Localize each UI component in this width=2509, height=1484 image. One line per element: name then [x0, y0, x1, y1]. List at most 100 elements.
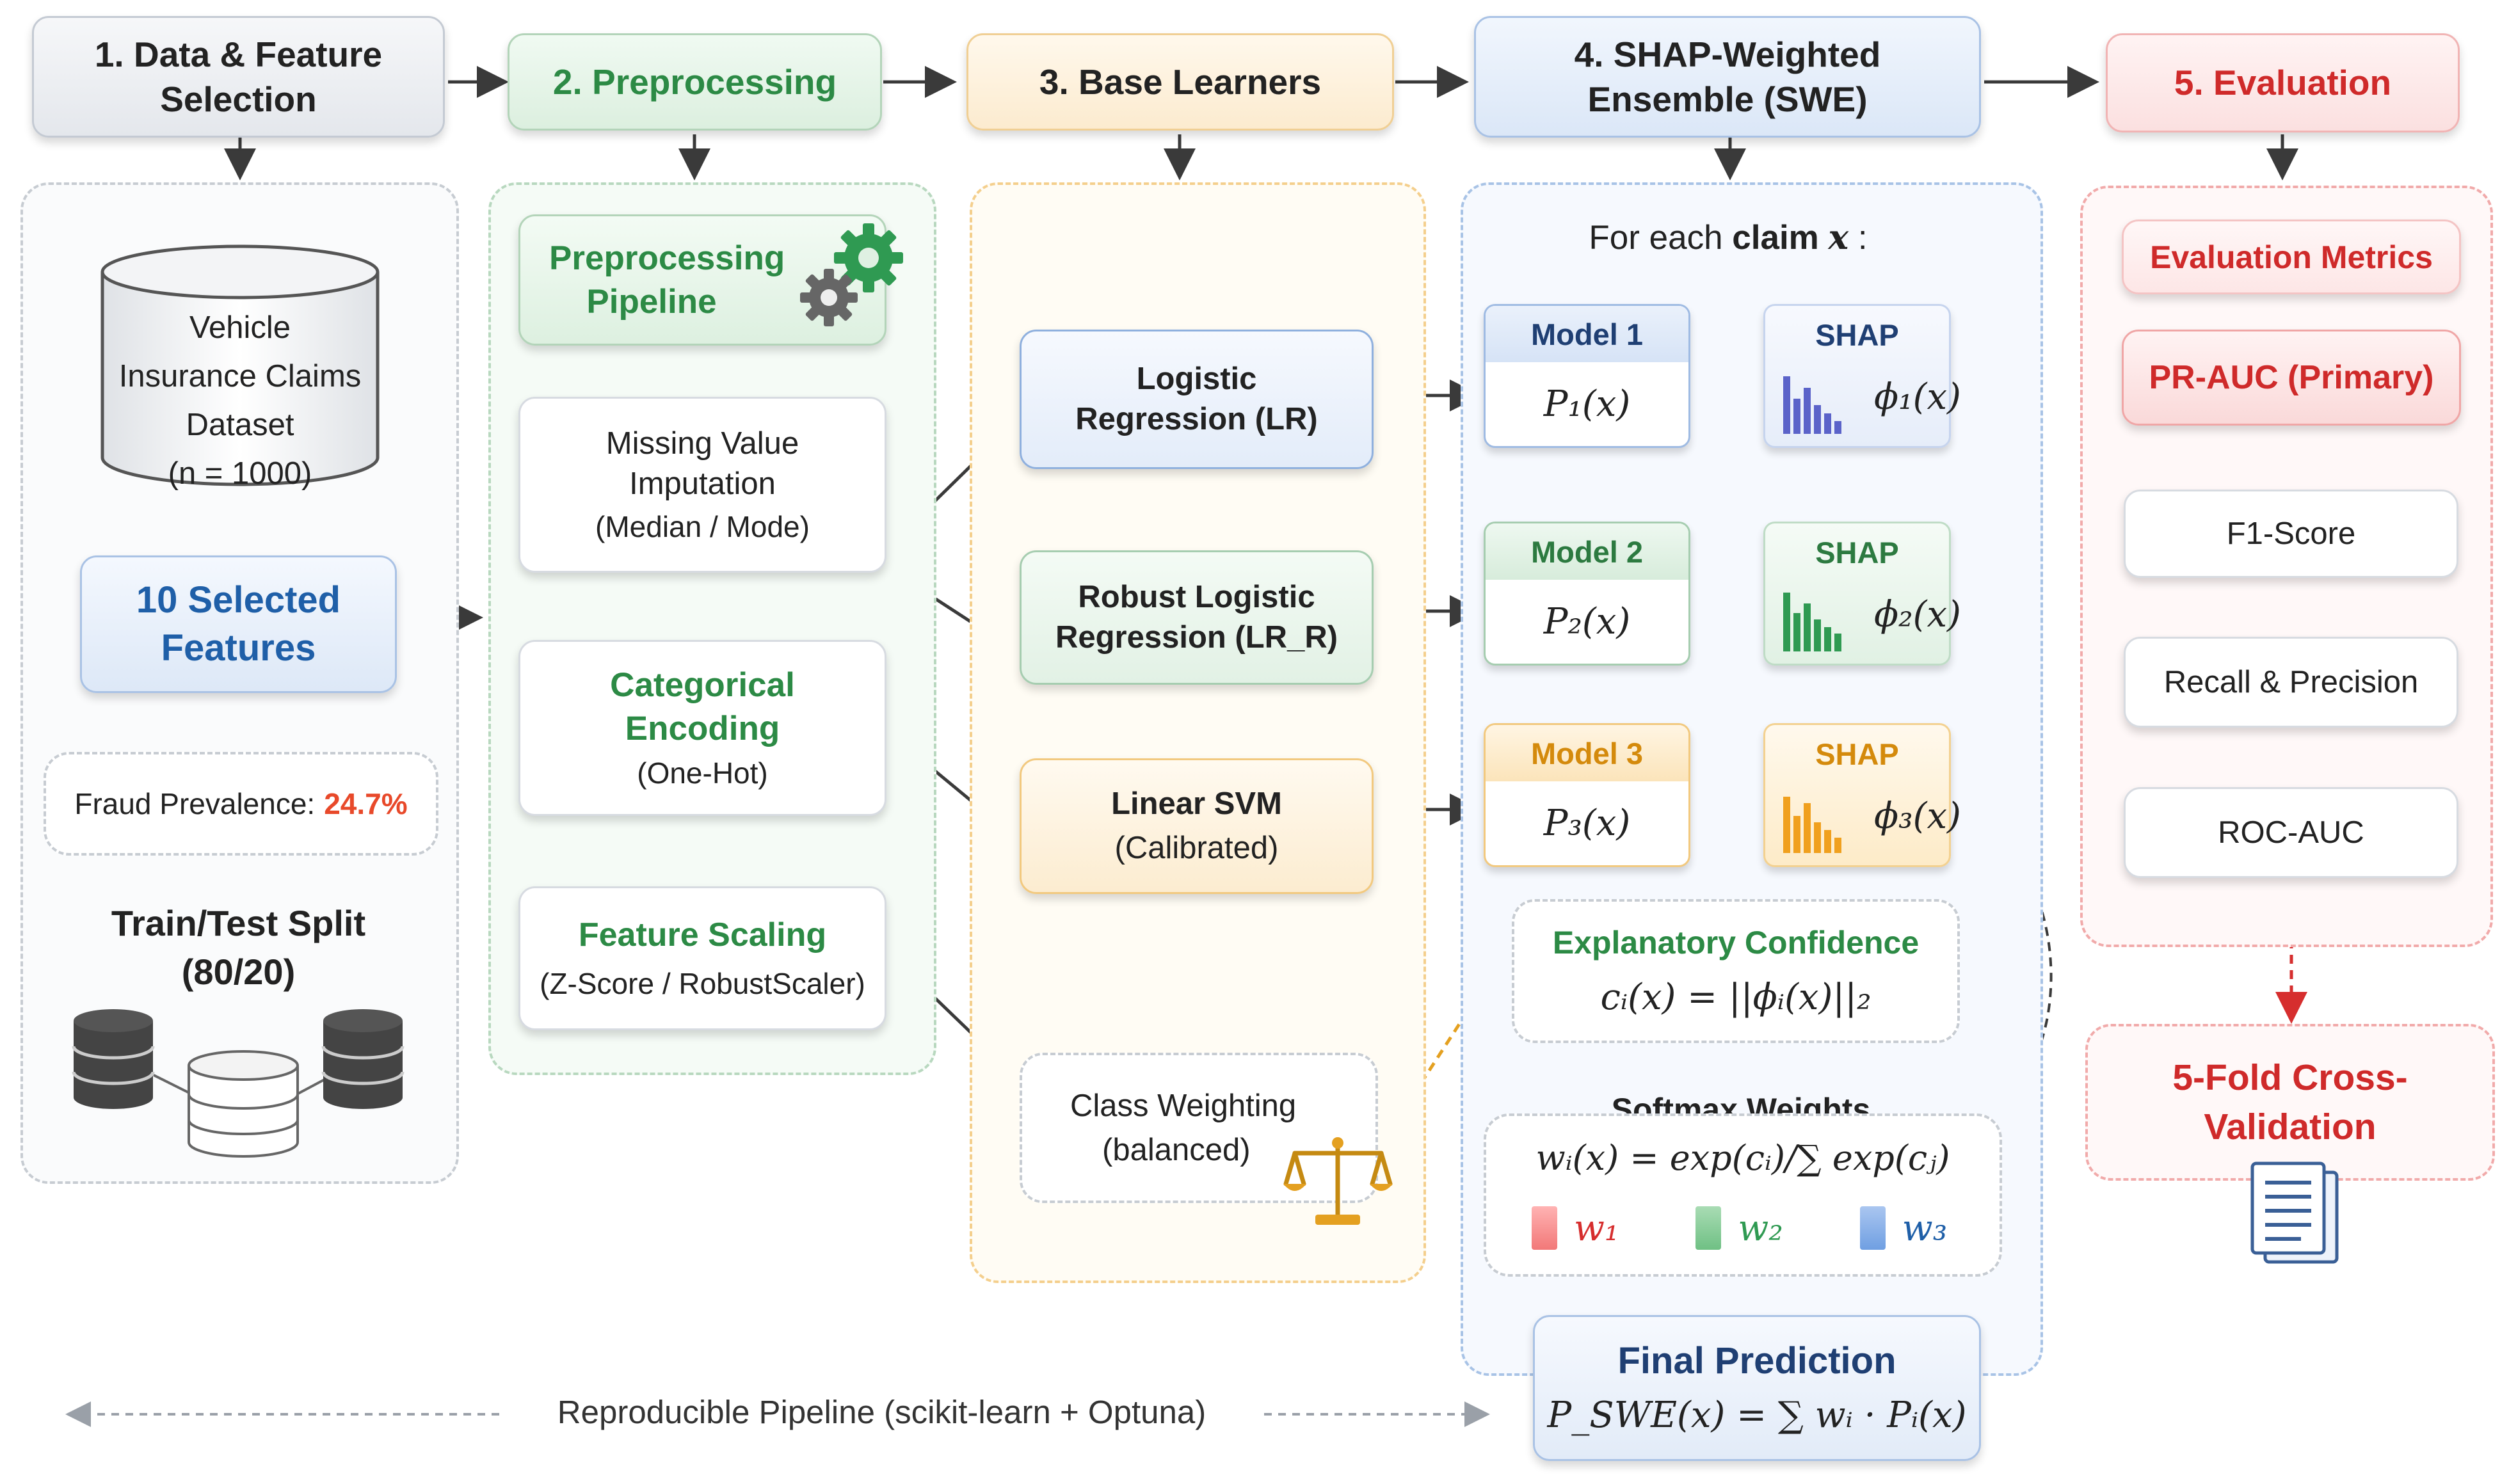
metrics-title-box: Evaluation Metrics: [2122, 219, 2461, 294]
scaling-sub: (Z-Score / RobustScaler): [540, 967, 865, 1001]
model2-title: Model 2: [1486, 523, 1688, 580]
dataset-name: Vehicle Insurance Claims Dataset: [118, 310, 362, 442]
recall-box: Recall & Precision: [2124, 637, 2458, 728]
confidence-title: Explanatory Confidence: [1552, 924, 1920, 961]
train-test-databases-icon: [72, 1009, 405, 1158]
for-each-claim: For each claim x :: [1536, 218, 1920, 257]
model2-card: Model 2 P₂(x): [1484, 522, 1690, 666]
model2-prob: P₂(x): [1543, 601, 1631, 642]
split-label: Train/Test Split (80/20): [64, 899, 413, 996]
train-db-icon: [72, 1009, 155, 1109]
lr-label: Logistic Regression (LR): [1075, 362, 1318, 436]
w2-label: w₂: [1738, 1207, 1783, 1249]
for-each-suffix: :: [1848, 219, 1868, 257]
shap2-phi: ϕ₂(x): [1874, 594, 1961, 635]
shap2-bars-icon: [1783, 593, 1841, 651]
preprocessing-pipeline-box: Preprocessing Pipeline: [518, 214, 886, 346]
fraud-prevalence-box: Fraud Prevalence: 24.7%: [44, 752, 438, 856]
encoding-label: Categorical Encoding: [610, 666, 795, 748]
class-weighting-sub: (balanced): [1102, 1132, 1251, 1167]
fraud-prevalence-label: Fraud Prevalence:: [74, 786, 316, 820]
imputation-box: Missing Value Imputation (Median / Mode): [518, 397, 886, 573]
final-prediction-formula: P_SWE(x) = ∑ wᵢ · Pᵢ(x): [1547, 1394, 1967, 1437]
data-db-icon: [321, 1009, 405, 1109]
w3-label: w₃: [1902, 1207, 1948, 1249]
metrics-title: Evaluation Metrics: [2150, 239, 2433, 275]
svm-label: Linear SVM: [1111, 786, 1282, 822]
confidence-box: Explanatory Confidence cᵢ(x) = ||ϕᵢ(x)||…: [1512, 899, 1960, 1043]
step4-header: 4. SHAP-Weighted Ensemble (SWE): [1474, 16, 1981, 138]
f1-label: F1-Score: [2226, 516, 2356, 551]
dataset-size: (n = 1000): [168, 456, 312, 491]
model1-prob: P₁(x): [1543, 383, 1631, 425]
w2-swatch: [1695, 1206, 1722, 1250]
step2-header: 2. Preprocessing: [508, 33, 882, 131]
dataset-label: Vehicle Insurance Claims Dataset (n = 10…: [96, 304, 384, 499]
shap1-bars-icon: [1783, 376, 1841, 434]
step2-title: 2. Preprocessing: [552, 61, 837, 102]
shap2-card: SHAP ϕ₂(x): [1763, 522, 1961, 666]
weight-row: w₁ w₂ w₃: [1532, 1206, 1947, 1250]
class-weighting-label: Class Weighting: [1070, 1088, 1297, 1123]
balance-scale-icon: [1283, 1137, 1393, 1225]
database-cylinder-icon: [100, 244, 380, 486]
f1-box: F1-Score: [2124, 490, 2458, 578]
pr-auc-box: PR-AUC (Primary): [2122, 330, 2461, 426]
encoding-sub: (One-Hot): [637, 756, 768, 790]
w1-swatch: [1532, 1206, 1557, 1250]
model1-card: Model 1 P₁(x): [1484, 304, 1690, 448]
for-each-bold: claim: [1732, 219, 1829, 257]
confidence-formula: cᵢ(x) = ||ϕᵢ(x)||₂: [1600, 976, 1872, 1018]
class-weighting-box: Class Weighting (balanced): [1020, 1053, 1378, 1203]
softmax-box: [1484, 1113, 2002, 1277]
gear-icon: [800, 223, 903, 326]
test-db-icon: [188, 1050, 299, 1158]
final-prediction-box: Final Prediction P_SWE(x) = ∑ wᵢ · Pᵢ(x): [1533, 1315, 1981, 1461]
shap3-bars-icon: [1783, 797, 1841, 853]
pr-auc-label: PR-AUC (Primary): [2149, 358, 2434, 396]
lrr-label: Robust Logistic Regression (LR_R): [1055, 580, 1338, 655]
w1-label: w₁: [1574, 1207, 1619, 1249]
imputation-sub: (Median / Mode): [595, 509, 810, 543]
scaling-label: Feature Scaling: [578, 916, 827, 953]
cv-box: 5-Fold Cross-Validation: [2085, 1024, 2495, 1181]
model3-card: Model 3 P₃(x): [1484, 723, 1690, 867]
roc-auc-label: ROC-AUC: [2218, 815, 2364, 850]
shap1-title: SHAP: [1815, 318, 1899, 352]
softmax-formula: wᵢ(x) = exp(cᵢ)/∑ exp(cⱼ): [1535, 1138, 1950, 1178]
step1-title: 1. Data & Feature Selection: [94, 34, 383, 119]
step3-header: 3. Base Learners: [966, 33, 1394, 131]
document-stack-icon: [2250, 1161, 2339, 1264]
step5-title: 5. Evaluation: [2174, 63, 2392, 103]
shap1-phi: ϕ₁(x): [1874, 376, 1961, 418]
svm-box: Linear SVM (Calibrated): [1020, 758, 1374, 894]
step3-title: 3. Base Learners: [1039, 61, 1322, 102]
encoding-box: Categorical Encoding (One-Hot): [518, 640, 886, 816]
split-title: Train/Test Split: [111, 903, 366, 943]
svm-sub: (Calibrated): [1114, 831, 1279, 865]
split-ratio: (80/20): [181, 951, 296, 992]
imputation-label: Missing Value Imputation: [605, 426, 799, 502]
for-each-var: x: [1828, 218, 1849, 257]
shap1-card: SHAP ϕ₁(x): [1763, 304, 1961, 448]
model3-prob: P₃(x): [1543, 802, 1631, 844]
selected-features-box: 10 Selected Features: [80, 555, 397, 693]
w3-swatch: [1859, 1206, 1886, 1250]
for-each-prefix: For each: [1589, 219, 1733, 257]
model1-title: Model 1: [1486, 306, 1688, 362]
shap3-title: SHAP: [1815, 737, 1899, 771]
step5-header: 5. Evaluation: [2106, 33, 2460, 132]
cv-label: 5-Fold Cross-Validation: [2172, 1057, 2408, 1147]
step4-title: 4. SHAP-Weighted Ensemble (SWE): [1574, 34, 1881, 119]
fraud-prevalence-value: 24.7%: [324, 786, 408, 820]
preprocessing-pipeline-label: Preprocessing Pipeline: [549, 239, 785, 321]
selected-features-label: 10 Selected Features: [136, 579, 341, 669]
lr-box: Logistic Regression (LR): [1020, 330, 1374, 469]
final-prediction-title: Final Prediction: [1617, 1340, 1896, 1382]
roc-auc-box: ROC-AUC: [2124, 787, 2458, 878]
lrr-box: Robust Logistic Regression (LR_R): [1020, 550, 1374, 685]
shap2-title: SHAP: [1815, 536, 1899, 570]
footer-pipeline-label: Reproducible Pipeline (scikit-learn + Op…: [557, 1394, 1206, 1430]
step1-header: 1. Data & Feature Selection: [32, 16, 445, 138]
